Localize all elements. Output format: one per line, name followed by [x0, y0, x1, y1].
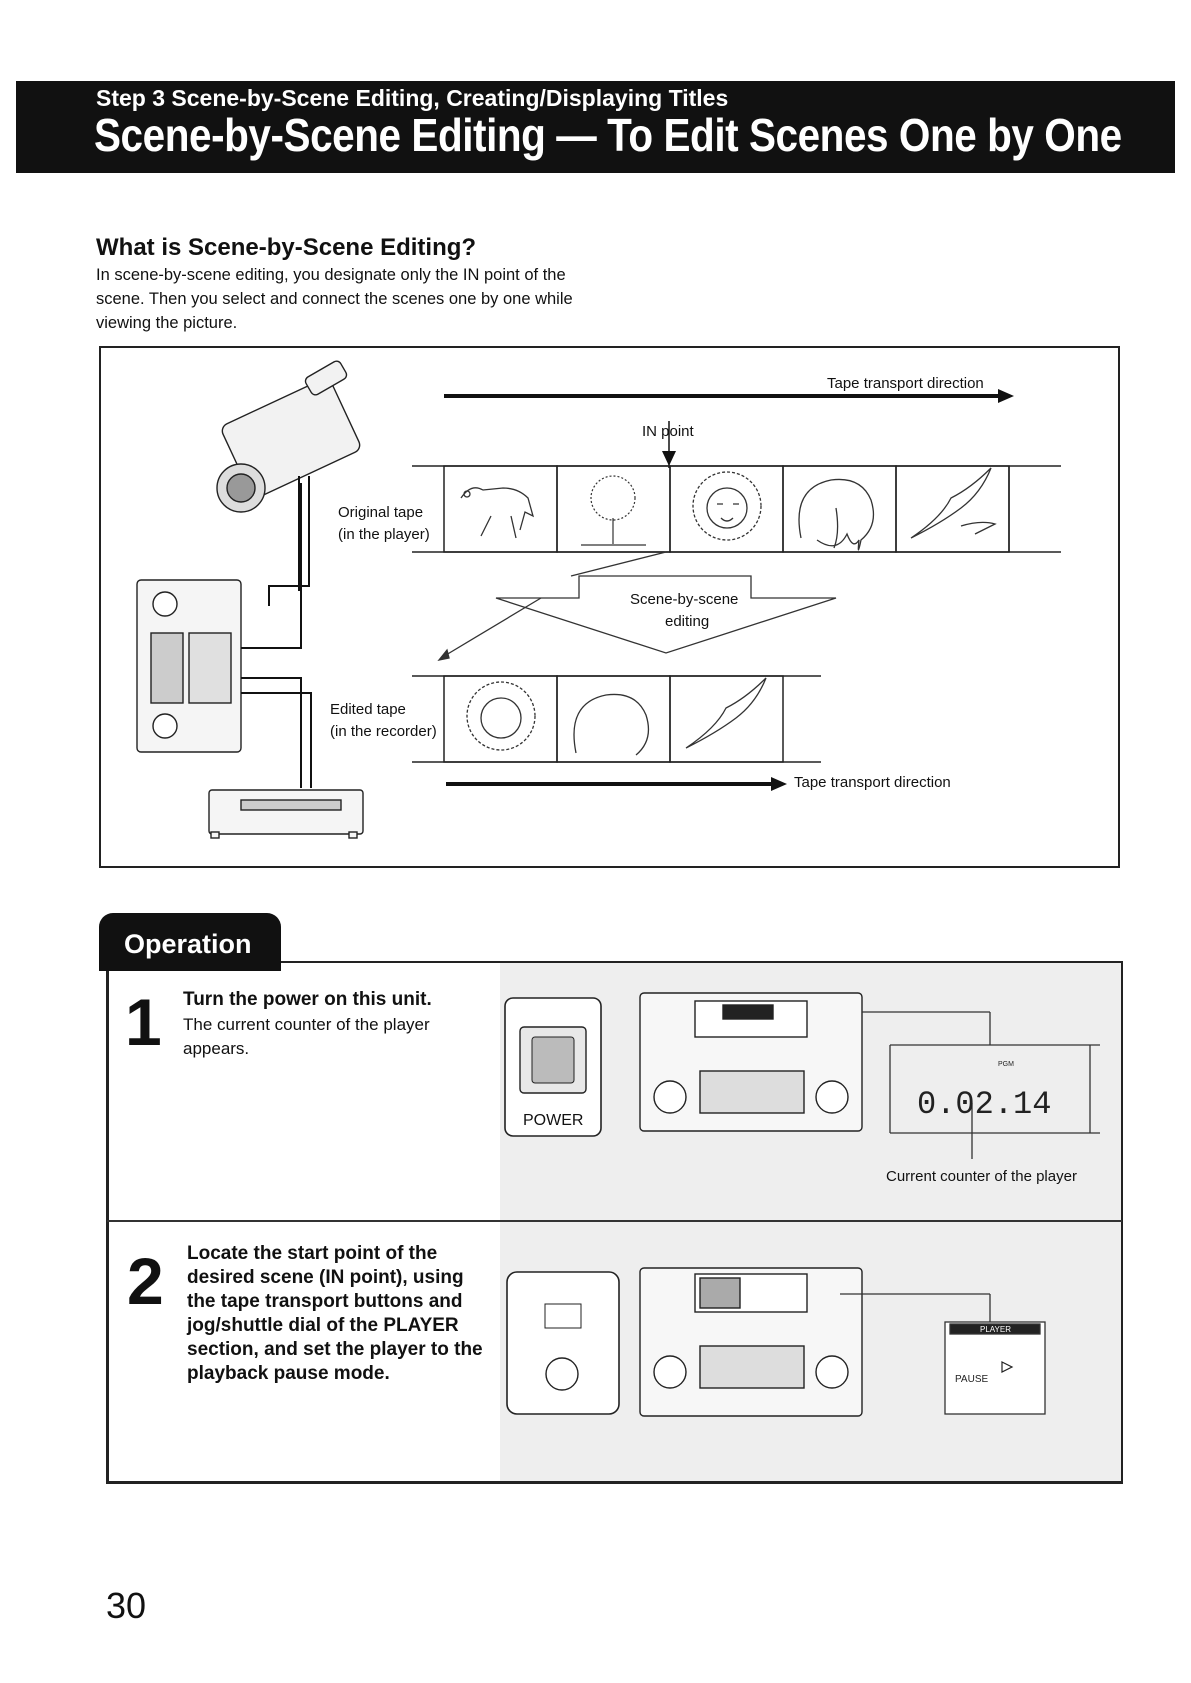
- scene-editing-arrow: [437, 551, 837, 661]
- edited-lion-scene: [466, 681, 536, 751]
- section-step-label: Step 3 Scene-by-Scene Editing, Creating/…: [96, 85, 729, 111]
- edited-tape-label: Edited tape: [330, 701, 406, 718]
- edited-tape-strip: [412, 675, 821, 763]
- play-icon: [1001, 1361, 1014, 1373]
- original-tape-strip: [412, 465, 1061, 553]
- lion-scene: [692, 471, 762, 541]
- counter-display: [862, 1011, 1100, 1159]
- operation-tab: Operation: [99, 913, 281, 971]
- horse-scene: [460, 487, 535, 539]
- intro-body: In scene-by-scene editing, you designate…: [96, 266, 573, 332]
- editing-controller-illustration: [136, 579, 242, 753]
- step-2-body: Locate the start point of the desired sc…: [187, 1243, 483, 1384]
- step-1-body: The current counter of the player appear…: [183, 1015, 430, 1058]
- in-point-label: IN point: [642, 423, 694, 440]
- step-1-heading: Turn the power on this unit.: [183, 989, 432, 1010]
- step-2-number: 2: [127, 1244, 164, 1318]
- player-status-display: [840, 1293, 1046, 1415]
- in-point-marker: [662, 421, 676, 468]
- header-band: [16, 81, 1175, 173]
- pgm-label: PGM: [998, 1061, 1014, 1068]
- bird-scene: [910, 467, 997, 539]
- counter-value: 0.02.14: [917, 1086, 1051, 1123]
- edited-bird-scene: [685, 677, 767, 749]
- step-1-number: 1: [125, 985, 162, 1059]
- diagram-illustration: [136, 360, 1061, 839]
- editing-diagram: Tape transport direction IN point Origin…: [99, 346, 1120, 868]
- step-2-illustration: PLAYER PAUSE: [506, 1267, 1046, 1417]
- edited-tape-sublabel: (in the recorder): [330, 723, 437, 740]
- power-label: POWER: [523, 1112, 584, 1129]
- player-display-header: PLAYER: [980, 1325, 1011, 1334]
- page-title: Scene-by-Scene Editing — To Edit Scenes …: [94, 109, 1122, 161]
- page-number: 30: [106, 1585, 147, 1626]
- camcorder-illustration: [216, 360, 361, 513]
- tape-direction-label-top: Tape transport direction: [827, 375, 984, 392]
- step-1-illustration: 0.02.14 PGM: [504, 992, 1100, 1159]
- original-tape-label: Original tape: [338, 504, 424, 521]
- power-switch-illustration: [504, 997, 602, 1137]
- original-tape-sublabel: (in the player): [338, 526, 430, 543]
- tape-direction-label-bottom: Tape transport direction: [794, 774, 951, 791]
- operation-tab-label: Operation: [124, 929, 252, 959]
- operation-panel: [106, 961, 1123, 1484]
- scene-editing-label: Scene-by-scene: [630, 591, 739, 608]
- edited-elephant-scene: [573, 693, 650, 756]
- counter-caption: Current counter of the player: [886, 1168, 1077, 1185]
- controller-front-illustration-2: [639, 1267, 863, 1417]
- elephant-scene: [798, 478, 875, 551]
- tape-direction-arrow-bottom: [446, 777, 787, 791]
- tape-direction-arrow-top: [444, 389, 1014, 403]
- controller-front-illustration: [639, 992, 863, 1132]
- tree-scene: [581, 475, 646, 546]
- player-section-illustration: [506, 1271, 620, 1415]
- intro-heading: What is Scene-by-Scene Editing?: [96, 234, 477, 261]
- vcr-illustration: [208, 789, 364, 839]
- step-divider: [107, 1220, 1122, 1222]
- scene-editing-sublabel: editing: [665, 613, 710, 630]
- player-display-mode: PAUSE: [955, 1374, 988, 1385]
- connection-cables: [241, 476, 312, 788]
